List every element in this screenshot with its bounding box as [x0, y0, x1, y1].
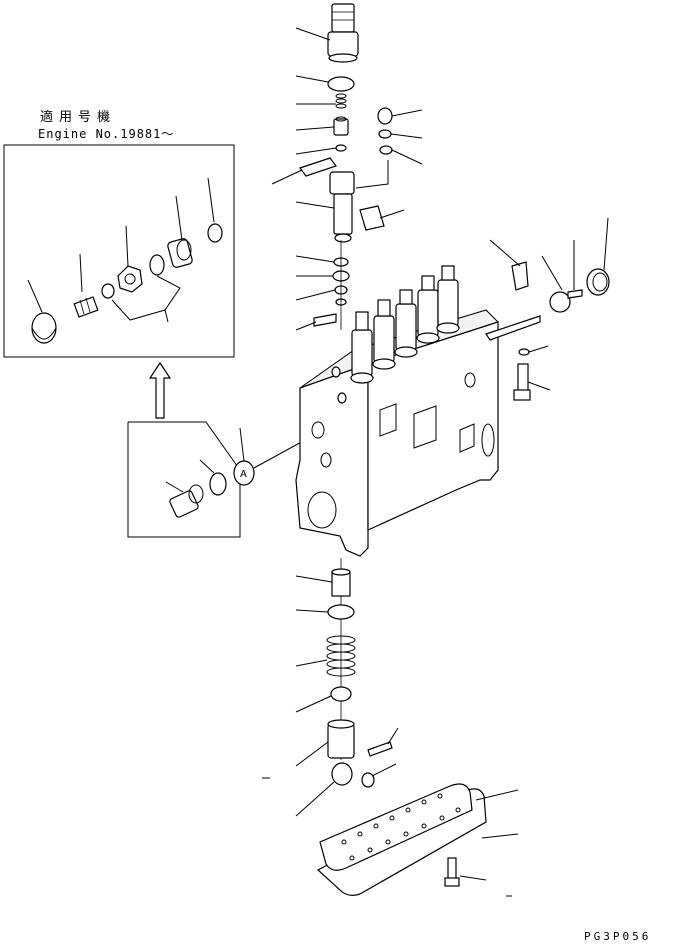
bracket-clip — [511, 261, 529, 291]
detail-gasket — [209, 472, 227, 496]
cover-bolt — [444, 857, 460, 887]
right-side-parts — [489, 217, 610, 401]
inset-detail-box — [3, 144, 235, 358]
o-ring — [327, 76, 355, 92]
spring-seat — [327, 604, 355, 620]
cover-holes — [341, 793, 461, 861]
marker-a-washer: A — [233, 427, 306, 486]
inset-washer — [101, 283, 115, 299]
tappet — [327, 719, 355, 759]
detail-plug — [169, 484, 204, 518]
nut-right — [377, 107, 393, 125]
valve-seat-washer — [335, 144, 347, 152]
inset-cap-nut — [31, 312, 57, 344]
bottom-stack — [262, 558, 399, 817]
pin — [567, 289, 583, 299]
shim — [313, 313, 337, 327]
lower-spring-seat — [330, 686, 352, 702]
fitting-body — [329, 171, 355, 243]
applicable-models-label: 適用号機 — [40, 110, 117, 125]
inset-gasket — [207, 223, 223, 243]
bottom-cover — [316, 783, 519, 897]
element-barrels — [350, 265, 460, 384]
tappet-pin — [367, 741, 393, 757]
spring-small — [335, 93, 347, 109]
inset-fitting — [167, 238, 193, 268]
retainer-plate — [299, 157, 337, 177]
tappet-guide — [331, 568, 351, 597]
marker-a-plate — [549, 291, 571, 313]
marker-a-label: A — [240, 469, 247, 480]
seal-ring — [586, 268, 610, 296]
inset-threaded-stud — [73, 296, 99, 318]
delivery-valve-holder — [327, 3, 359, 63]
injection-pump-body — [295, 265, 541, 557]
roller — [331, 762, 353, 786]
clamp-piece — [359, 205, 385, 231]
up-arrow — [148, 361, 172, 419]
detail-box-a — [127, 421, 241, 538]
delivery-valve — [333, 116, 349, 136]
cover-plate — [319, 783, 473, 871]
inset-washer-2 — [149, 254, 165, 276]
drawing-code: PG3P056 — [584, 930, 652, 943]
washer-bolt — [518, 348, 530, 356]
washer-right — [379, 145, 393, 155]
inset-hex-nut — [117, 265, 143, 293]
lock-washer-right — [378, 129, 392, 139]
plunger-spring — [326, 635, 356, 677]
hex-bolt — [513, 363, 531, 401]
roller-bushing — [361, 772, 375, 788]
top-stack — [271, 3, 423, 331]
engine-number-label: Engine No.19881〜 — [38, 127, 175, 141]
